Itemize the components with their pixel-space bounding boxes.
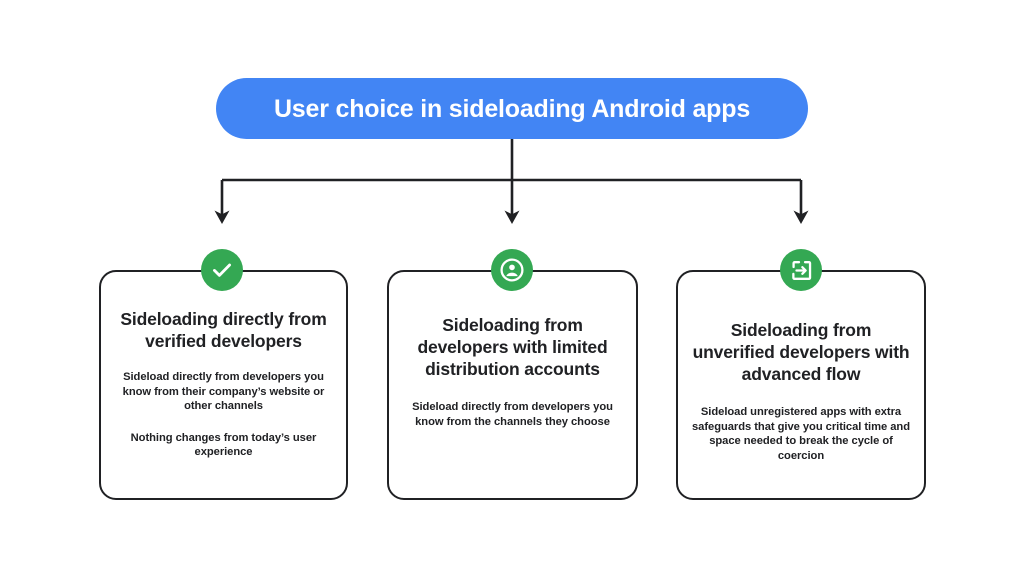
check-icon	[213, 263, 231, 277]
arrowhead-left-icon	[214, 210, 230, 224]
exit-to-app-icon	[791, 260, 811, 280]
card-content: Sideloading directly from verified devel…	[101, 308, 346, 460]
card-paragraph: Sideload directly from developers you kn…	[412, 401, 613, 428]
card-limited-distribution-accounts[interactable]: Sideloading from developers with limited…	[387, 270, 638, 500]
arrowhead-right-icon	[793, 210, 809, 224]
card-title: Sideloading from developers with limited…	[417, 315, 608, 379]
card-content: Sideloading from unverified developers w…	[678, 319, 924, 463]
badge-advanced-flow	[780, 249, 822, 291]
badge-verified	[201, 249, 243, 291]
card-content: Sideloading from developers with limited…	[389, 314, 636, 429]
card-title: Sideloading from unverified developers w…	[692, 320, 910, 384]
badge-account	[491, 249, 533, 291]
card-title: Sideloading directly from verified devel…	[120, 309, 327, 351]
diagram-title-banner: User choice in sideloading Android apps	[216, 78, 808, 139]
card-paragraph: Sideload unregistered apps with extra sa…	[692, 406, 910, 462]
account-circle-icon	[500, 258, 524, 282]
card-unverified-developers[interactable]: Sideloading from unverified developers w…	[676, 270, 926, 500]
card-paragraph: Nothing changes from today’s user experi…	[130, 431, 317, 459]
card-verified-developers[interactable]: Sideloading directly from verified devel…	[99, 270, 348, 500]
diagram-title-text: User choice in sideloading Android apps	[273, 94, 751, 123]
arrowhead-center-icon	[504, 210, 520, 224]
card-paragraph: Sideload directly from developers you kn…	[122, 371, 325, 412]
